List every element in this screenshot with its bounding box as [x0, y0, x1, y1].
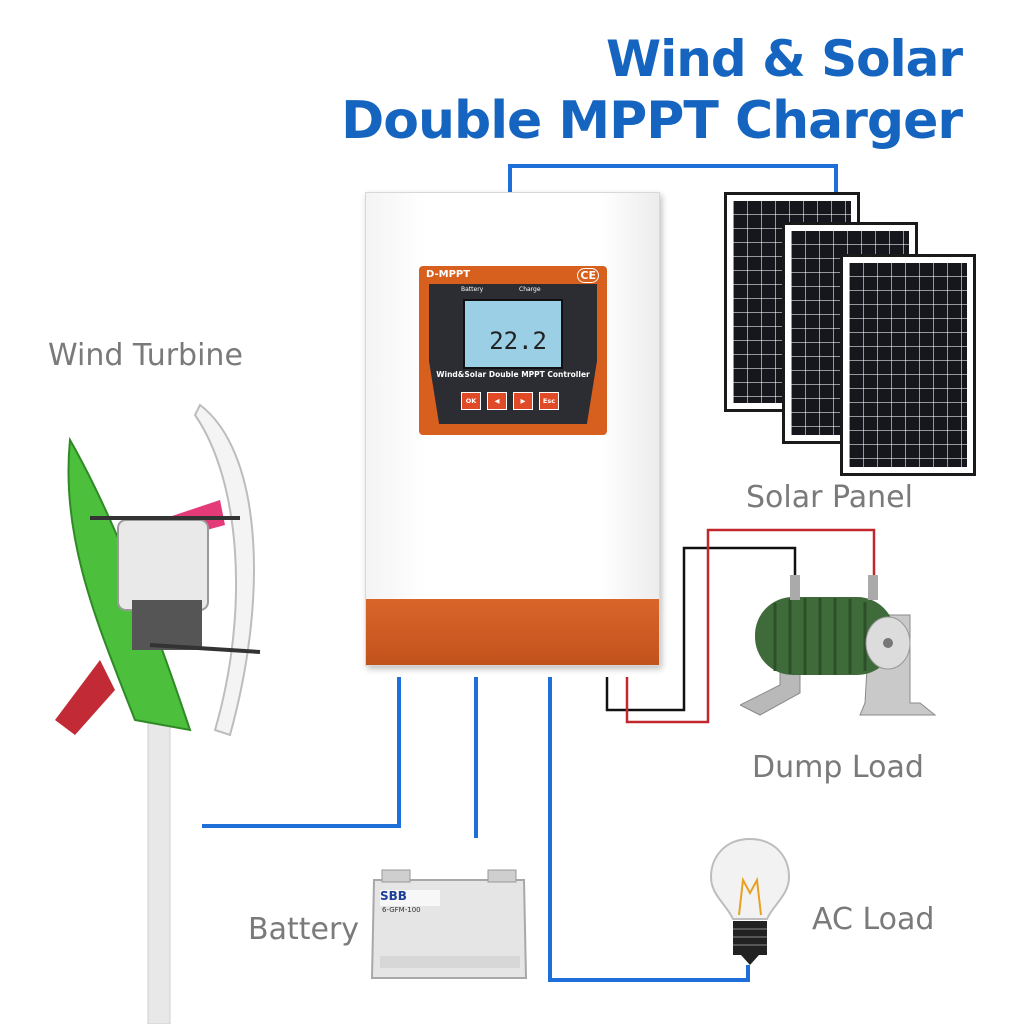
wire-dump-black	[605, 546, 797, 712]
diagram-title: Wind & Solar Double MPPT Charger	[341, 28, 963, 152]
controller-brand: D-MPPT	[426, 269, 471, 280]
mppt-controller: D-MPPT CE Battery Charge 22.2 Wind&Solar…	[365, 192, 660, 666]
controller-front-panel: D-MPPT CE Battery Charge 22.2 Wind&Solar…	[419, 266, 607, 435]
dump-load-resistor-icon	[740, 575, 937, 716]
wire-ac-load	[548, 677, 750, 982]
wire-dump-red	[625, 528, 876, 724]
right-button[interactable]: ▶	[513, 392, 533, 410]
label-ac-load: AC Load	[812, 902, 935, 937]
wire-solar	[508, 164, 838, 192]
esc-button[interactable]: Esc	[539, 392, 559, 410]
label-wind-turbine: Wind Turbine	[48, 338, 243, 373]
charge-indicator-label: Charge	[519, 286, 541, 293]
left-button[interactable]: ◀	[487, 392, 507, 410]
solar-panel-3	[840, 254, 976, 476]
wind-turbine-icon	[55, 403, 261, 1024]
controller-base	[366, 599, 659, 665]
title-line-2: Double MPPT Charger	[341, 91, 963, 151]
label-solar-panel: Solar Panel	[746, 480, 913, 515]
battery-icon	[370, 869, 528, 979]
lcd-screen: 22.2	[463, 299, 563, 369]
ce-mark: CE	[577, 268, 599, 283]
light-bulb-icon	[709, 837, 791, 965]
controller-name: Wind&Solar Double MPPT Controller	[436, 370, 590, 379]
wire-wind	[202, 677, 401, 828]
title-line-1: Wind & Solar	[606, 30, 963, 88]
lcd-value: 22.2	[489, 327, 547, 355]
label-dump-load: Dump Load	[752, 750, 924, 785]
label-battery: Battery	[248, 912, 360, 947]
ok-button[interactable]: OK	[461, 392, 481, 410]
battery-brand: SBB	[380, 889, 407, 903]
battery-indicator-label: Battery	[461, 286, 484, 293]
battery-model: 6-GFM-100	[382, 906, 421, 914]
